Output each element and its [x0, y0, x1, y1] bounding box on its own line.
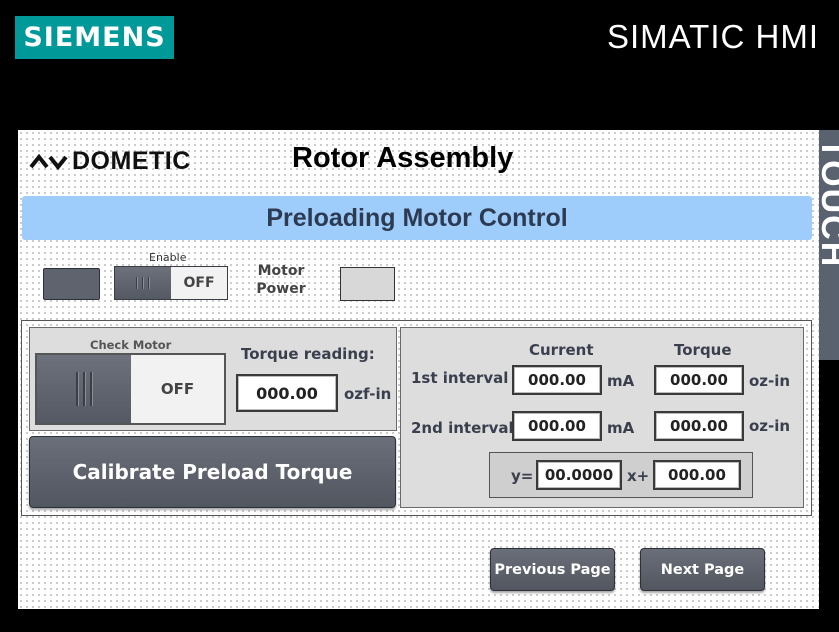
second-interval-torque-field[interactable]: 000.00: [654, 411, 744, 441]
hmi-product-title: SIMATIC HMI: [606, 18, 819, 55]
check-motor-toggle-state: OFF: [160, 380, 195, 398]
first-interval-torque-field[interactable]: 000.00: [654, 365, 744, 395]
enable-status-indicator: [43, 268, 100, 300]
motor-power-lamp: [340, 267, 395, 301]
siemens-logo: SIEMENS: [15, 16, 174, 59]
grip-icon: [136, 277, 150, 289]
current-column-header: Current: [529, 341, 594, 359]
grip-icon: [75, 372, 93, 406]
second-interval-label: 2nd interval: [411, 419, 514, 437]
motor-control-group: [21, 320, 812, 516]
enable-toggle-state: OFF: [183, 275, 215, 291]
touch-side-label-text: TOUCH: [819, 138, 839, 269]
check-motor-toggle-switch[interactable]: OFF: [35, 353, 226, 425]
torque-reading-field[interactable]: 000.00: [236, 374, 338, 412]
motor-power-label: Motor Power: [256, 263, 306, 297]
next-page-button[interactable]: Next Page: [640, 548, 765, 591]
enable-label: Enable: [149, 251, 187, 264]
hmi-screen: DOMETIC Rotor Assembly Preloading Motor …: [18, 130, 819, 609]
torque-reading-label: Torque reading:: [241, 345, 375, 363]
first-interval-label: 1st interval: [411, 369, 509, 387]
first-interval-current-unit: mA: [607, 372, 635, 390]
equation-y-label: y=: [511, 467, 534, 485]
check-motor-toggle-knob[interactable]: [37, 355, 131, 423]
section-title: Preloading Motor Control: [266, 203, 568, 232]
previous-page-button[interactable]: Previous Page: [490, 548, 615, 591]
calibrate-preload-torque-button[interactable]: Calibrate Preload Torque: [29, 436, 396, 508]
torque-column-header: Torque: [674, 341, 732, 359]
enable-toggle-knob[interactable]: [115, 267, 171, 299]
check-motor-label: Check Motor: [90, 338, 172, 352]
dometic-logo: DOMETIC: [28, 144, 191, 178]
dometic-logo-text: DOMETIC: [72, 146, 191, 175]
equation-slope-field[interactable]: 00.0000: [536, 460, 622, 490]
section-header: Preloading Motor Control: [22, 196, 812, 240]
second-interval-current-unit: mA: [607, 419, 635, 437]
enable-toggle-switch[interactable]: OFF: [114, 266, 228, 300]
dometic-chevron-icon: [29, 153, 68, 171]
second-interval-current-field[interactable]: 000.00: [512, 411, 602, 441]
second-interval-torque-unit: oz-in: [749, 417, 791, 435]
equation-x-label: x+: [627, 467, 650, 485]
touch-side-label: TOUCH: [819, 130, 839, 360]
equation-intercept-field[interactable]: 000.00: [653, 460, 741, 490]
first-interval-torque-unit: oz-in: [749, 372, 791, 390]
page-title: Rotor Assembly: [292, 142, 514, 174]
torque-reading-unit: ozf-in: [344, 385, 392, 403]
first-interval-current-field[interactable]: 000.00: [512, 365, 602, 395]
